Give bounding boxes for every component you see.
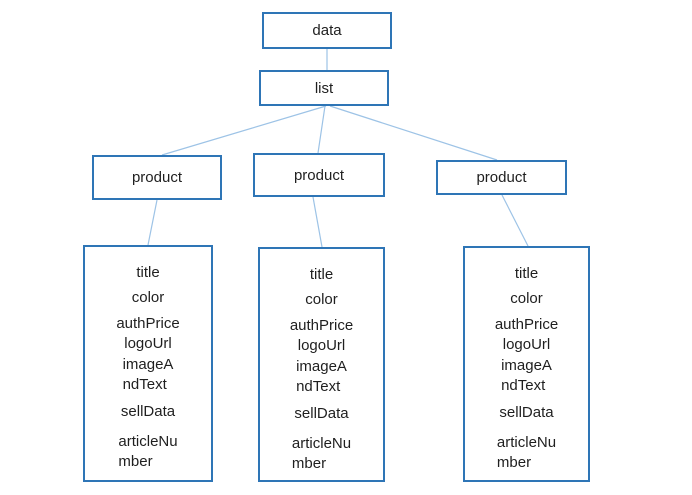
node-product-3-label: product: [476, 169, 527, 186]
field-article-number: articleNu mber: [496, 434, 557, 471]
node-list-label: list: [314, 79, 334, 97]
field-sell-data: sellData: [120, 403, 176, 420]
field-title: title: [136, 264, 160, 281]
node-product-3: product: [436, 160, 567, 195]
field-image-and-text: imageA ndText: [296, 358, 347, 395]
product-2-fields-box: title color authPrice logoUrl imageA ndT…: [258, 247, 385, 482]
field-auth-price: authPrice: [116, 315, 180, 332]
connector-product2-fields: [312, 196, 323, 248]
node-data-label: data: [312, 22, 342, 39]
field-color: color: [305, 291, 338, 308]
field-logo-url: logoUrl: [502, 336, 551, 353]
field-article-number: articleNu mber: [118, 433, 178, 470]
connector-product3-fields: [501, 194, 529, 247]
node-data: data: [262, 12, 392, 49]
field-sell-data: sellData: [499, 404, 554, 421]
field-logo-url: logoUrl: [124, 335, 172, 352]
node-list: list: [259, 70, 389, 106]
node-product-2: product: [253, 153, 385, 197]
field-auth-price: authPrice: [494, 316, 559, 333]
node-product-2-label: product: [293, 166, 345, 184]
field-color: color: [131, 289, 165, 306]
field-sell-data: sellData: [294, 405, 349, 422]
connector-list-product3: [329, 105, 498, 161]
connector-product1-fields: [147, 199, 158, 246]
node-product-1-label: product: [131, 169, 183, 186]
product-3-fields-box: title color authPrice logoUrl imageA ndT…: [463, 246, 590, 482]
field-auth-price: authPrice: [289, 317, 354, 334]
field-image-and-text: imageA ndText: [122, 356, 174, 393]
connector-list-product2: [317, 105, 326, 154]
field-title: title: [309, 266, 334, 283]
field-color: color: [510, 290, 543, 307]
field-logo-url: logoUrl: [297, 337, 346, 354]
connector-list-product1: [161, 105, 327, 156]
node-product-1: product: [92, 155, 222, 200]
product-1-fields-box: title color authPrice logoUrl imageA ndT…: [83, 245, 213, 482]
field-article-number: articleNu mber: [291, 435, 352, 472]
field-image-and-text: imageA ndText: [501, 357, 552, 394]
field-title: title: [514, 265, 539, 282]
